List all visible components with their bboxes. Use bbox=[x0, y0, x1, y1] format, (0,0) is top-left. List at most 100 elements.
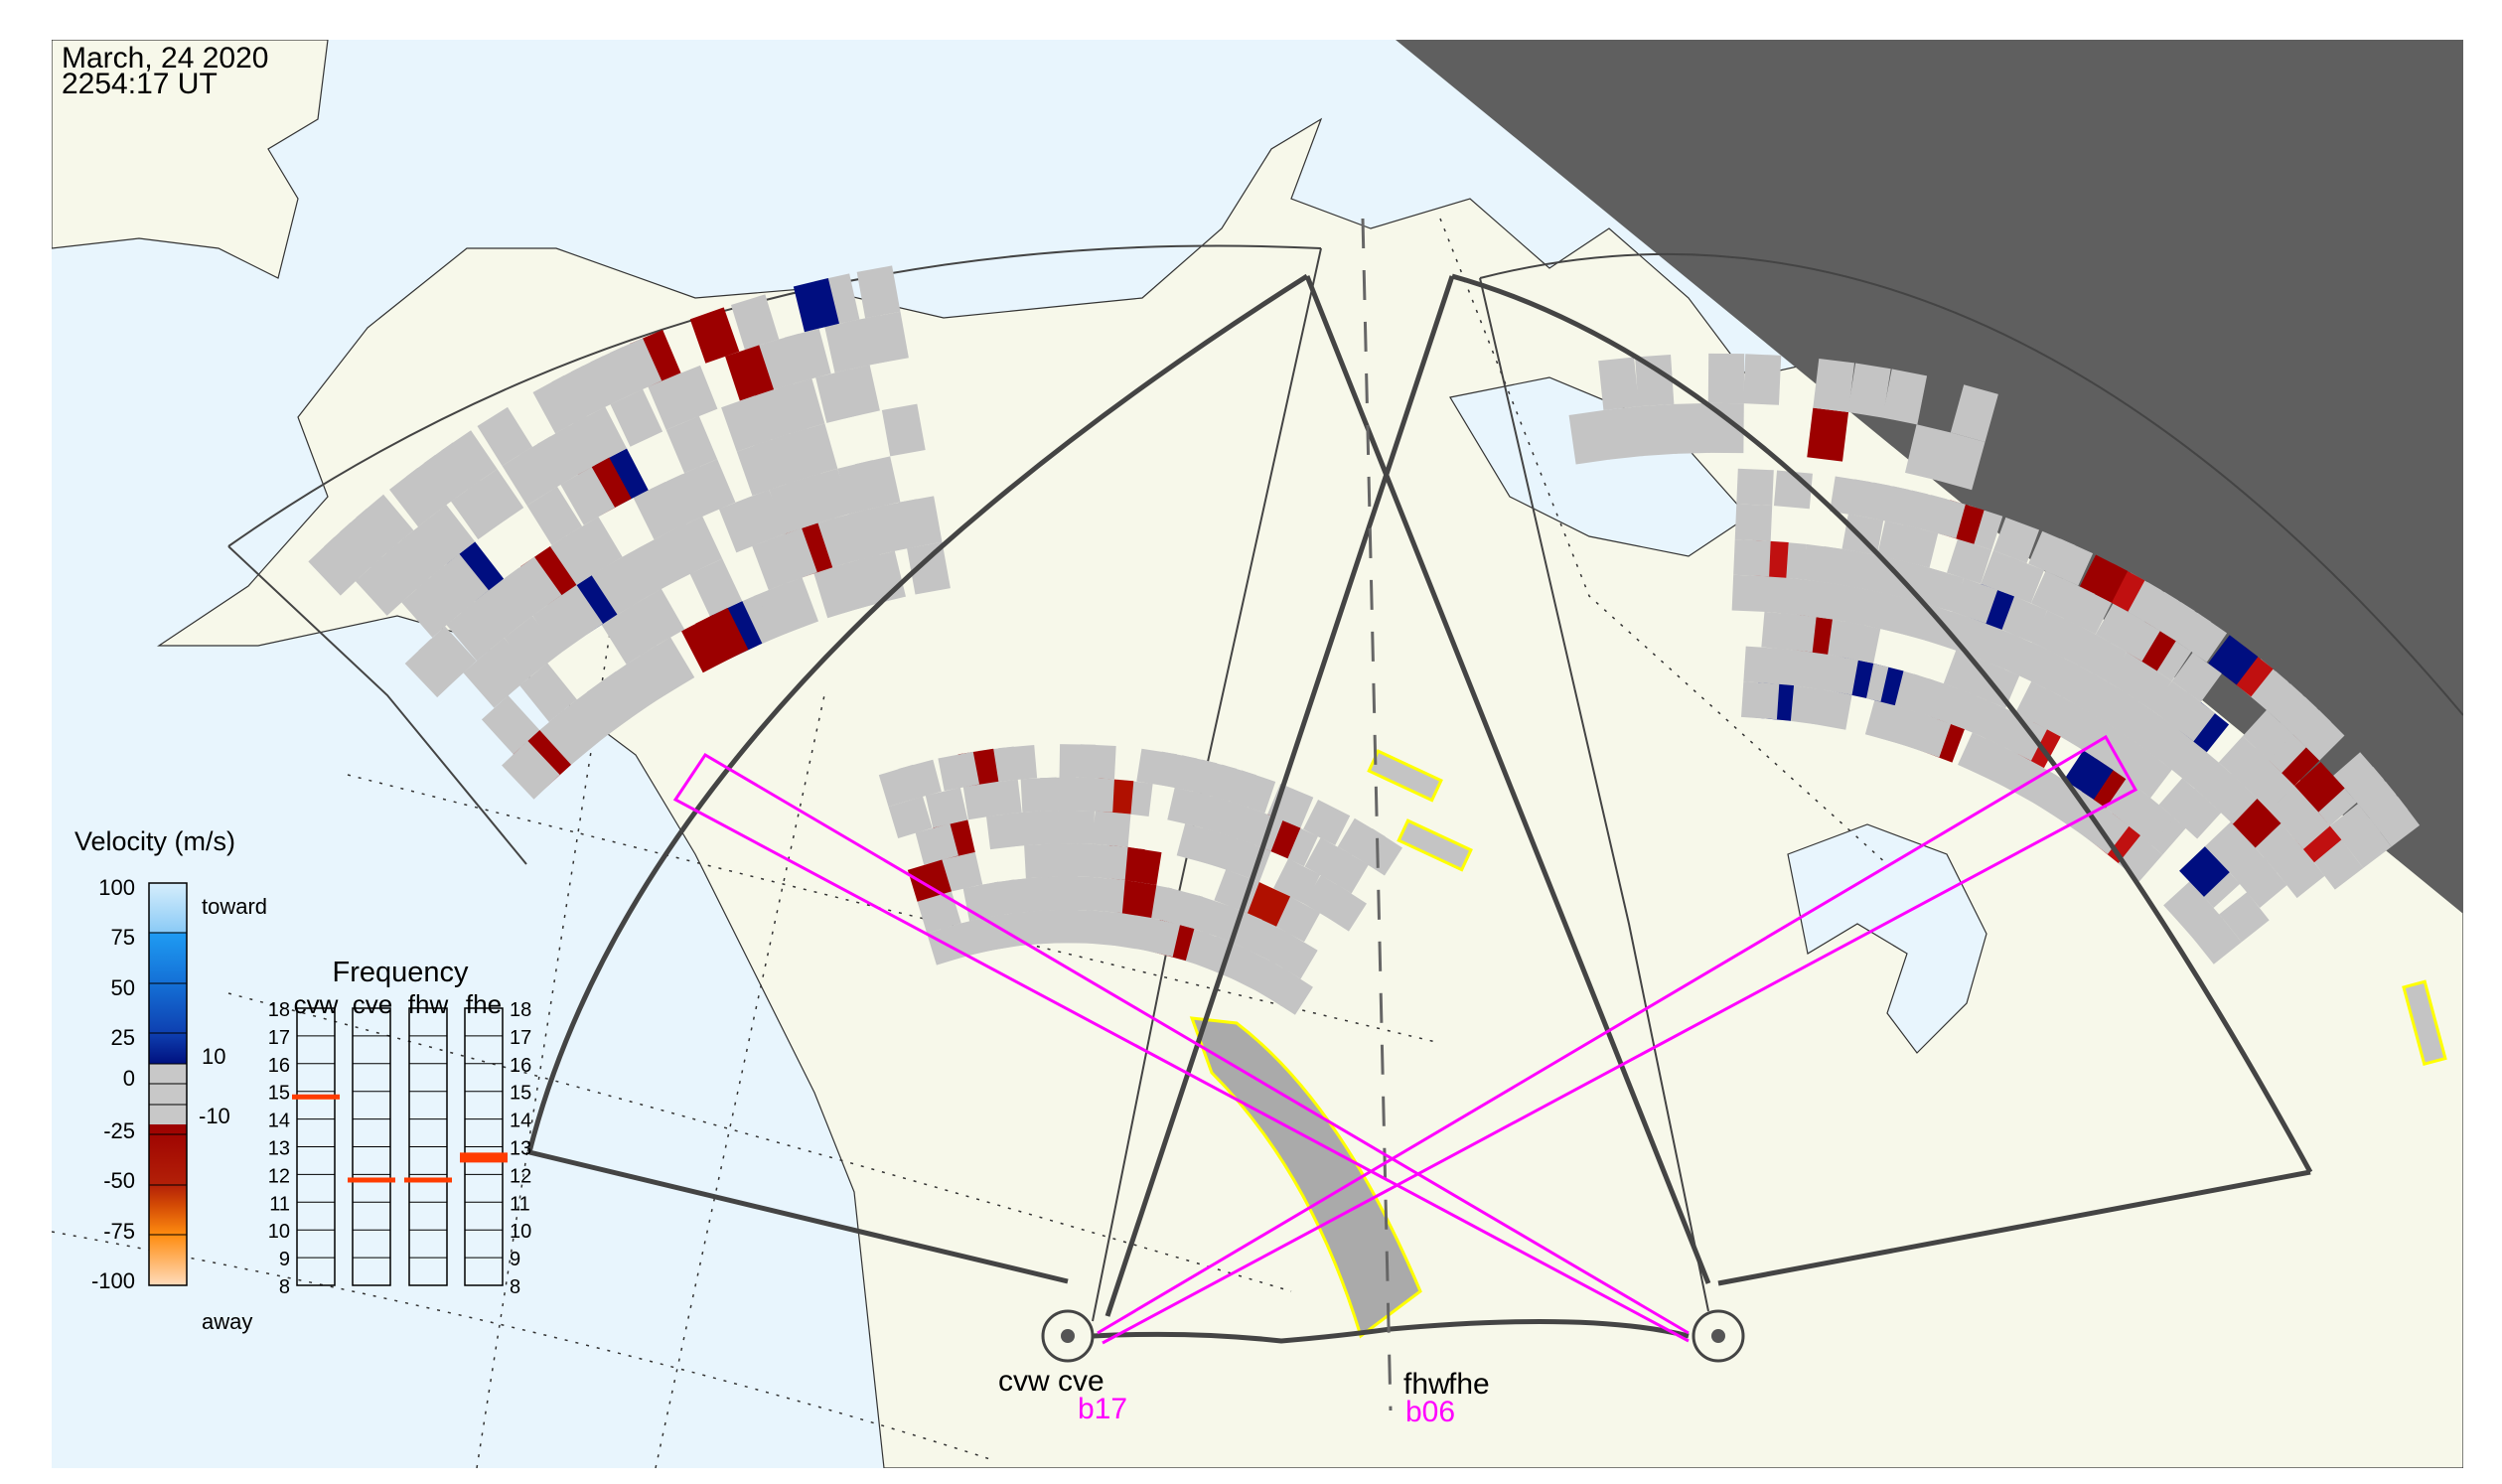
scatter-cell bbox=[423, 442, 481, 502]
scatter-cell bbox=[1981, 550, 2027, 597]
hudson-bay bbox=[1787, 823, 1987, 1054]
scatter-cell bbox=[2208, 635, 2259, 685]
scatter-cell bbox=[1673, 402, 1711, 454]
scatter-cell bbox=[2333, 752, 2384, 803]
scatter-cell bbox=[356, 494, 414, 554]
time-label: 2254:17 UT bbox=[62, 68, 218, 100]
scatter-cell bbox=[446, 601, 505, 662]
scatter-cell bbox=[526, 486, 583, 545]
scatter-cell bbox=[907, 541, 951, 595]
scatter-cell bbox=[815, 369, 862, 423]
scatter-cell bbox=[1244, 881, 1291, 927]
scatter-cell bbox=[2063, 750, 2114, 800]
site-label-cvw: cvw bbox=[998, 1365, 1050, 1398]
scatter-cell bbox=[769, 478, 818, 534]
scatter-cell bbox=[417, 505, 476, 564]
freq-tick-right: 11 bbox=[510, 1193, 530, 1215]
freq-tick-left: 8 bbox=[279, 1276, 290, 1298]
scatter-cell bbox=[2163, 881, 2214, 933]
scatter-cell bbox=[2242, 709, 2293, 761]
beam-b17 bbox=[1097, 734, 2138, 1345]
vtick-neg25: -25 bbox=[103, 1118, 135, 1143]
radar-scatter bbox=[308, 265, 2421, 1015]
scatter-cell bbox=[1115, 879, 1157, 918]
scatter-cell bbox=[1603, 406, 1645, 460]
scatter-cell bbox=[1952, 577, 1998, 624]
scatter-cell bbox=[308, 536, 367, 596]
scatter-cell bbox=[1092, 811, 1131, 847]
freq-header-fhw: fhw bbox=[408, 989, 449, 1019]
scatter-cell bbox=[2031, 610, 2080, 659]
scatter-cell bbox=[441, 430, 498, 490]
scatter-cell bbox=[793, 277, 839, 333]
scatter-cell bbox=[1303, 799, 1351, 845]
scatter-cell bbox=[1937, 432, 1986, 491]
freq-tick-left: 13 bbox=[268, 1138, 290, 1160]
scatter-cell bbox=[1823, 618, 1865, 661]
scatter-cell bbox=[1337, 817, 1386, 865]
scatter-cell bbox=[917, 891, 961, 934]
land-siberia bbox=[52, 40, 329, 279]
scatter-cell bbox=[355, 556, 414, 616]
scatter-cell bbox=[2171, 652, 2222, 702]
freq-tick-left: 10 bbox=[268, 1221, 290, 1243]
scatter-cell bbox=[601, 605, 658, 665]
freq-tick-left: 14 bbox=[268, 1111, 290, 1132]
scatter-cell bbox=[370, 543, 429, 603]
scatter-cell bbox=[721, 395, 771, 452]
scatter-cell bbox=[888, 796, 933, 839]
vtick-neg75: -75 bbox=[103, 1219, 135, 1244]
velocity-legend-title: Velocity (m/s) bbox=[74, 826, 235, 856]
scatter-cell bbox=[1598, 357, 1640, 410]
freq-tick-right: 9 bbox=[510, 1249, 520, 1270]
scatter-cell bbox=[665, 415, 718, 474]
scatter-cell bbox=[1159, 887, 1203, 929]
scatter-cell bbox=[532, 374, 587, 434]
highlight-region bbox=[1189, 1016, 1422, 1339]
scatter-cell bbox=[881, 499, 927, 552]
vtick-25: 25 bbox=[111, 1025, 135, 1050]
freq-header-fhe: fhe bbox=[466, 989, 502, 1019]
freq-marker-cve bbox=[348, 1177, 395, 1183]
scatter-cell bbox=[2000, 596, 2048, 644]
scatter-cell bbox=[1943, 650, 1990, 696]
scatter-cell bbox=[385, 529, 444, 590]
scatter-cell bbox=[2001, 635, 2049, 683]
freq-tick-left: 17 bbox=[268, 1027, 290, 1049]
arctic-channel bbox=[1449, 376, 1749, 557]
scatter-cell bbox=[1304, 837, 1353, 884]
freq-header-cve: cve bbox=[353, 989, 392, 1019]
scatter-cell bbox=[504, 615, 561, 675]
scatter-cell bbox=[689, 307, 740, 364]
scatter-cell bbox=[878, 764, 923, 808]
scatter-cell bbox=[536, 709, 595, 769]
scatter-cell bbox=[2204, 821, 2256, 873]
scatter-cell bbox=[736, 439, 787, 497]
scatter-cell bbox=[1086, 876, 1125, 914]
scatter-cell bbox=[986, 812, 1026, 850]
scatter-cell bbox=[718, 496, 770, 553]
scatter-cell bbox=[915, 823, 958, 865]
beam-label-b06: b06 bbox=[1405, 1396, 1455, 1428]
freq-tick-right: 17 bbox=[510, 1027, 531, 1049]
scatter-cell bbox=[406, 454, 464, 515]
freq-tick-left: 9 bbox=[279, 1249, 290, 1270]
scatter-cell bbox=[418, 626, 477, 685]
scatter-cell bbox=[1568, 409, 1612, 465]
vtick-neg50: -50 bbox=[103, 1168, 135, 1193]
freq-marker-cvw bbox=[292, 1094, 340, 1100]
scatter-cell bbox=[1167, 787, 1210, 828]
scatter-cell bbox=[837, 460, 884, 515]
scatter-cell bbox=[1905, 424, 1952, 482]
freq-marker-fhe bbox=[460, 1152, 508, 1163]
vtick-75: 75 bbox=[111, 925, 135, 950]
scatter-cell bbox=[1303, 875, 1352, 923]
scatter-cell bbox=[1214, 869, 1259, 914]
scatter-cell bbox=[610, 388, 663, 447]
scatter-cell bbox=[813, 562, 862, 619]
scatter-cell bbox=[856, 265, 901, 319]
scatter-cell bbox=[1024, 843, 1062, 879]
freq-marker-fhw bbox=[404, 1177, 452, 1183]
scatter-cell bbox=[1741, 681, 1780, 720]
scatter-cell bbox=[630, 588, 685, 648]
